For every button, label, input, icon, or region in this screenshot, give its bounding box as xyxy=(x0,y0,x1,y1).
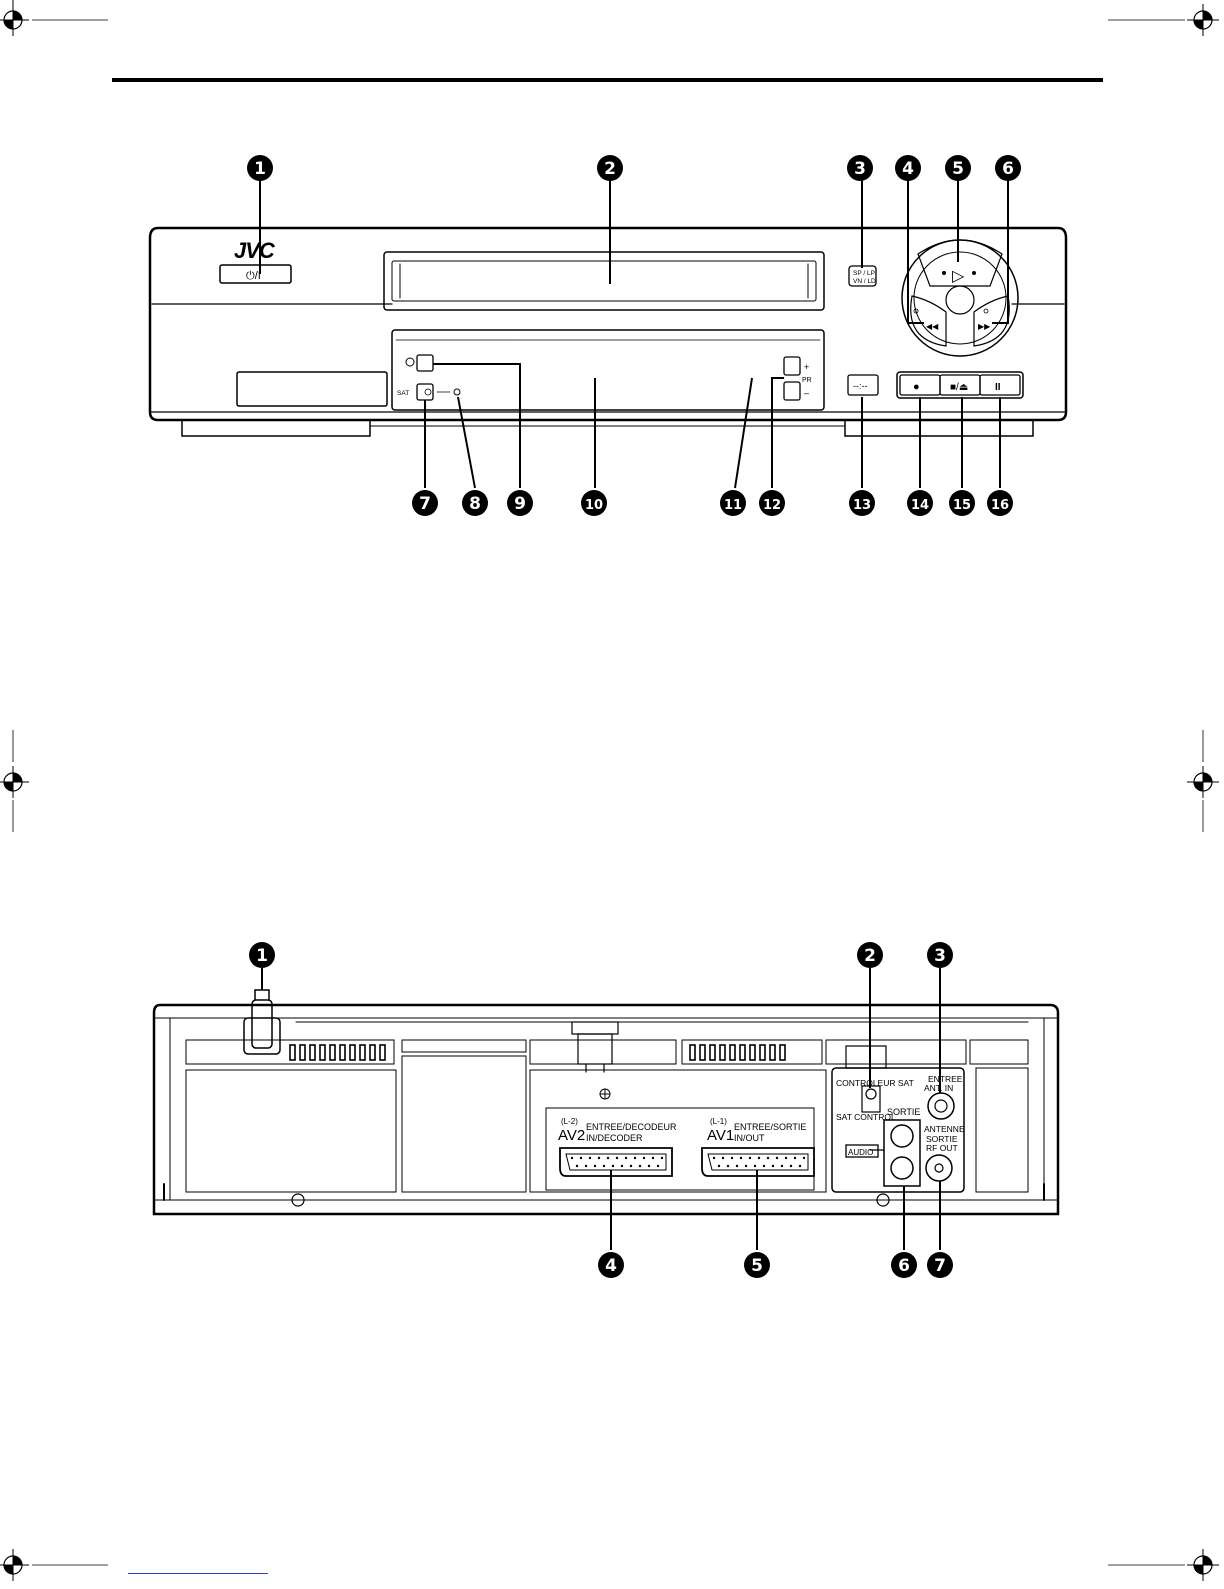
registration-mark-icon xyxy=(0,766,29,798)
pr-minus-label: – xyxy=(804,388,809,398)
audio-out-label: SORTIE xyxy=(887,1107,920,1117)
sat-control-label-fr: CONTROLEUR SAT xyxy=(836,1078,914,1088)
callout-number: 1 xyxy=(254,159,266,179)
speed-label-top: SP / LP xyxy=(853,270,875,277)
header-rule xyxy=(112,78,1103,82)
av1-label: AV1 xyxy=(707,1127,734,1144)
av1-sub-label: (L-1) xyxy=(710,1117,727,1126)
play-button-label: ▷ xyxy=(952,268,965,285)
callout-number: 4 xyxy=(605,1256,617,1276)
callout-number: 9 xyxy=(514,494,526,514)
av2-sub-label: (L-2) xyxy=(561,1117,578,1126)
callout-number: 15 xyxy=(953,498,971,513)
callout-number: 10 xyxy=(585,498,603,513)
callout-number: 2 xyxy=(604,159,616,179)
registration-mark-icon xyxy=(1187,766,1219,798)
registration-mark-icon xyxy=(0,1549,29,1581)
av1-label-en: IN/OUT xyxy=(734,1133,765,1143)
audio-label: AUDIO xyxy=(848,1148,873,1157)
antenna-in-label-en: ANT. IN xyxy=(924,1083,953,1093)
callout-number: 5 xyxy=(751,1256,763,1276)
callout-number: 2 xyxy=(864,946,876,966)
av1-label-fr: ENTREE/SORTIE xyxy=(734,1122,806,1132)
registration-mark-icon xyxy=(0,4,29,36)
front-panel-labels: JVC ⏻/I SP / LP VN / LD + PR – SAT --:--… xyxy=(234,238,1001,398)
scart-pins xyxy=(571,1157,805,1167)
av2-label-en: IN/DECODER xyxy=(586,1133,643,1143)
rear-panel-labels: CONTROLEUR SAT SAT CONTROL ENTREE ANT. I… xyxy=(558,1074,965,1157)
callout-number: 16 xyxy=(991,498,1009,513)
registration-mark-icon xyxy=(1187,4,1219,36)
rear-callouts: 1 2 3 4 5 6 7 xyxy=(249,942,953,1278)
record-button-label: ● xyxy=(913,381,920,393)
time-button-label: --:-- xyxy=(853,381,868,391)
callout-number: 1 xyxy=(256,946,268,966)
rewind-button-label: ◀◀ xyxy=(926,322,939,331)
footer-link-underline xyxy=(128,1573,268,1574)
callout-number: 12 xyxy=(763,498,781,513)
callout-number: 3 xyxy=(934,946,946,966)
callout-number: 13 xyxy=(853,498,871,513)
av2-label: AV2 xyxy=(558,1127,585,1144)
pr-plus-label: + xyxy=(804,362,809,372)
front-callout-leaders xyxy=(260,180,1008,488)
front-panel-diagram xyxy=(150,228,1066,436)
antenna-out-label-1: ANTENNE xyxy=(924,1124,965,1134)
callout-number: 14 xyxy=(911,498,929,513)
registration-mark-icon xyxy=(1187,1549,1219,1581)
callout-number: 8 xyxy=(469,494,481,514)
callout-number: 6 xyxy=(1002,159,1014,179)
callout-number: 11 xyxy=(724,498,742,513)
pr-label: PR xyxy=(802,377,812,384)
ffwd-button-label: ▶▶ xyxy=(978,322,991,331)
callout-number: 4 xyxy=(902,159,914,179)
rear-callout-leaders xyxy=(262,968,940,1250)
rear-panel-diagram xyxy=(154,990,1058,1214)
callout-number: 3 xyxy=(854,159,866,179)
speed-label-bottom: VN / LD xyxy=(853,278,876,285)
callout-number: 6 xyxy=(898,1256,910,1276)
callout-number: 5 xyxy=(952,159,964,179)
sat-label: SAT xyxy=(397,390,409,397)
av2-label-fr: ENTREE/DECODEUR xyxy=(586,1122,677,1132)
callout-number: 7 xyxy=(934,1256,946,1276)
callout-number: 7 xyxy=(419,494,431,514)
brand-logo: JVC xyxy=(234,238,276,263)
antenna-out-label-3: RF OUT xyxy=(926,1143,958,1153)
pause-button-label: II xyxy=(995,382,1001,393)
stop-eject-button-label: ■/⏏ xyxy=(950,382,968,393)
power-button-label: ⏻/I xyxy=(246,270,261,282)
